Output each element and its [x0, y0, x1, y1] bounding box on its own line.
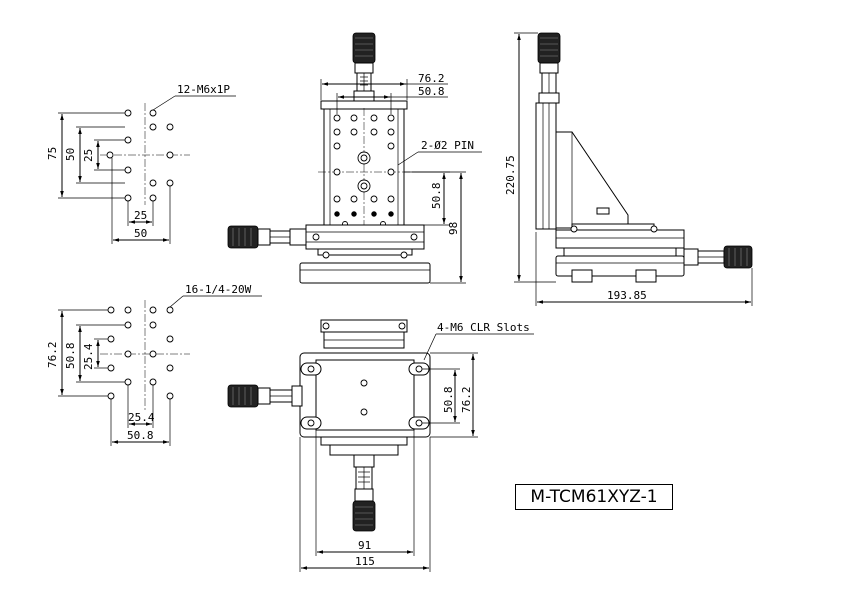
top-slot-callout: 4-M6 CLR Slots: [437, 321, 530, 334]
front-dim-pin-height: 50.8: [430, 183, 443, 210]
pattern-bottom-hole-callout: 16-1/4-20W: [185, 283, 252, 296]
pattern-top-dim-inner-h: 25: [134, 209, 147, 222]
front-vertical-micrometer: [352, 32, 376, 102]
top-dim-slot-outer: 76.2: [460, 387, 473, 414]
hole-pattern-bottom: 16-1/4-20W 76.2 50.8 25.4 25.4 50.8: [46, 283, 262, 446]
top-dim-width-outer: 115: [355, 555, 375, 568]
pattern-bottom-dim-inner-v: 25.4: [82, 343, 95, 370]
pattern-top-hole-callout: 12-M6x1P: [177, 83, 230, 96]
top-bottom-micrometer: [352, 454, 376, 532]
pattern-bottom-holes: [107, 306, 174, 400]
pattern-top-dim-outer-v: 75: [46, 147, 59, 160]
front-view: 76.2 50.8 2-Ø2 PIN 50.8 98: [227, 32, 482, 284]
side-dim-height: 220.75: [504, 155, 517, 195]
front-horizontal-micrometer: [227, 225, 307, 249]
pattern-top-dim-inner-v: 25: [82, 149, 95, 162]
pattern-top-dim-outer-h: 50: [134, 227, 147, 240]
pattern-bottom-dim-mid-v: 50.8: [64, 343, 77, 370]
side-view: 220.75 193.85: [504, 32, 753, 306]
front-dim-width-outer: 76.2: [418, 72, 445, 85]
pattern-bottom-dim-inner-h: 25.4: [128, 411, 155, 424]
top-dim-width-inner: 91: [358, 539, 371, 552]
side-dim-length: 193.85: [607, 289, 647, 302]
top-view-slots: [300, 362, 430, 430]
model-number-label: M-TCM61XYZ-1: [515, 484, 673, 510]
side-horizontal-micrometer: [683, 245, 753, 269]
hole-pattern-top: 12-M6x1P 75 50 25 25 50: [46, 83, 236, 244]
top-dim-slot-inner: 50.8: [442, 387, 455, 414]
pattern-top-dim-mid-v: 50: [64, 148, 77, 161]
front-pin-callout: 2-Ø2 PIN: [421, 139, 474, 152]
side-vertical-micrometer: [537, 32, 561, 104]
front-dim-height: 98: [447, 222, 460, 235]
top-view: 4-M6 CLR Slots 50.8 76.2 91 115: [227, 319, 534, 572]
front-dim-width-inner: 50.8: [418, 85, 445, 98]
pattern-top-holes: [106, 109, 174, 202]
pattern-bottom-dim-outer-v: 76.2: [46, 342, 59, 369]
pattern-bottom-dim-outer-h: 50.8: [127, 429, 154, 442]
top-left-micrometer: [227, 384, 303, 408]
front-stage-holes: [333, 114, 395, 227]
